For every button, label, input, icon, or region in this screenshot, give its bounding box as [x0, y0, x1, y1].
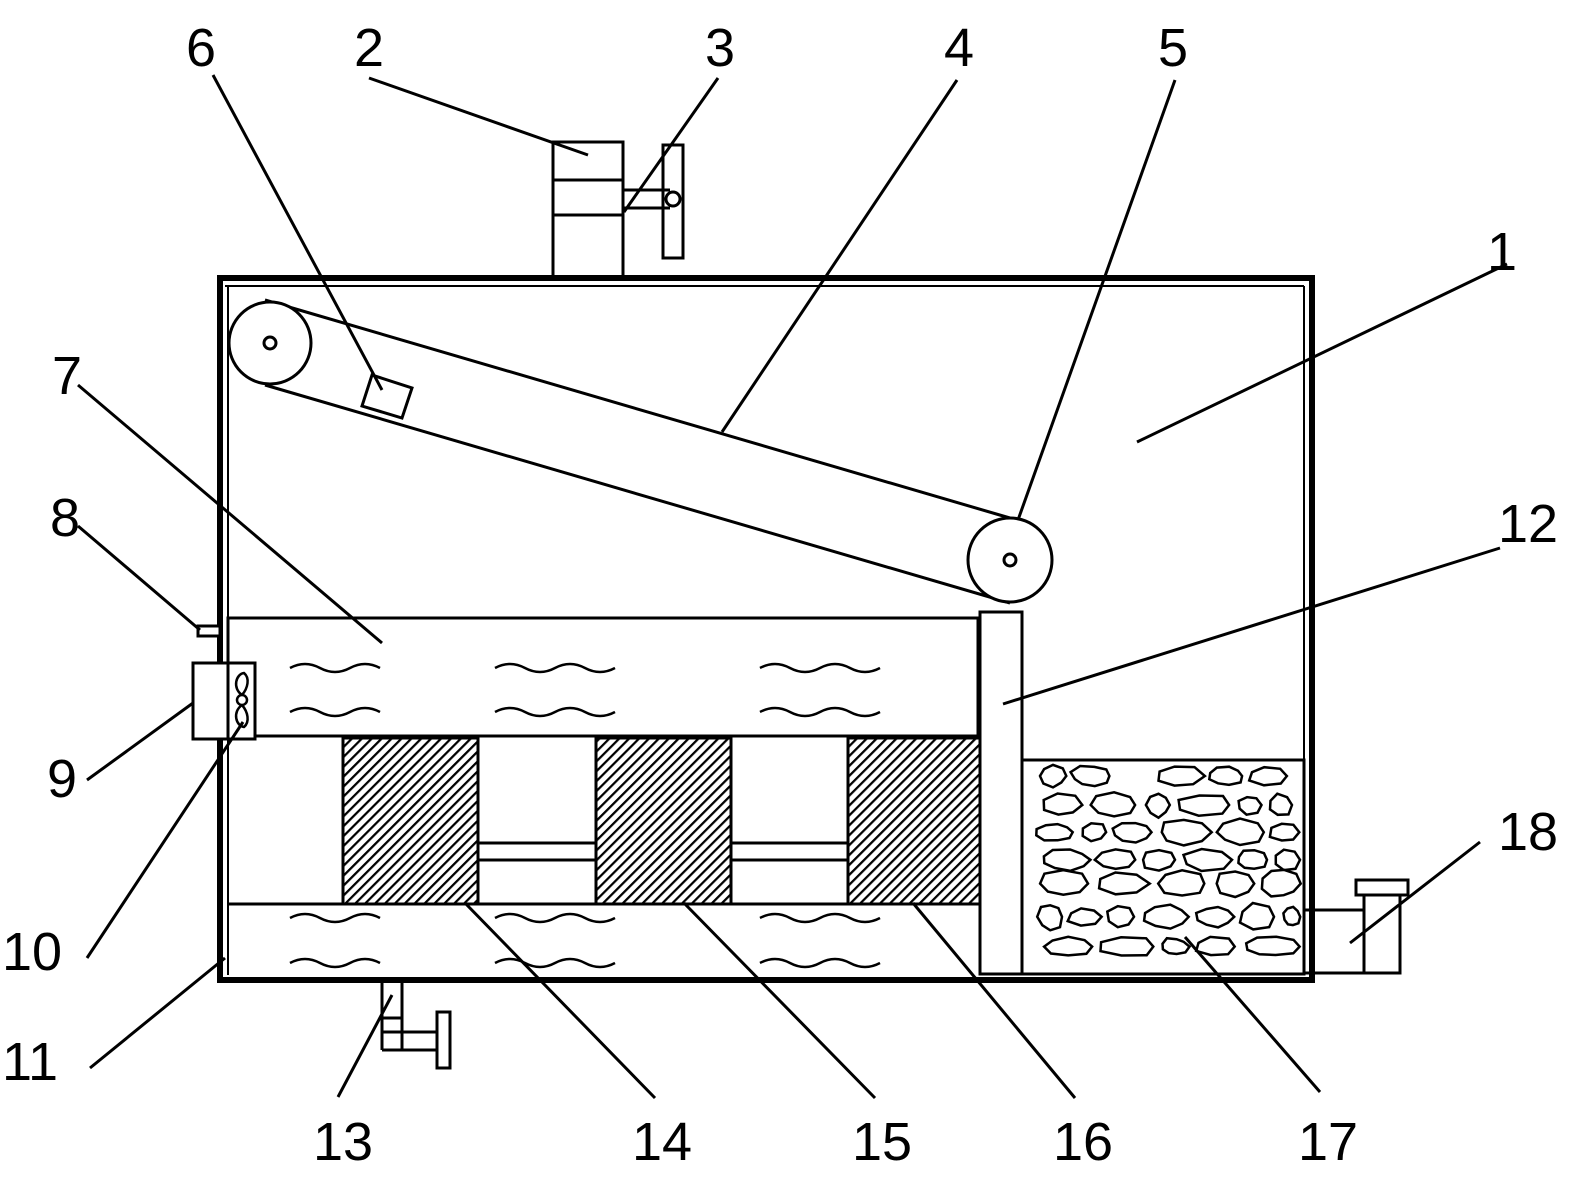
- gravel-stone: [1042, 848, 1093, 873]
- gravel-stone: [1268, 822, 1301, 842]
- label-3: 3: [705, 18, 735, 78]
- top-valve: [623, 143, 685, 260]
- gravel-stone: [1097, 871, 1152, 896]
- gravel-stone: [1038, 763, 1068, 789]
- gravel-stone: [1244, 935, 1302, 957]
- gravel-stone: [1160, 818, 1214, 847]
- label-15: 15: [852, 1112, 912, 1172]
- gravel-stone: [1105, 904, 1136, 929]
- gravel-stone: [1260, 868, 1303, 898]
- gravel-stone: [1035, 904, 1064, 932]
- label-13: 13: [313, 1112, 373, 1172]
- gravel-stone: [1157, 765, 1207, 787]
- connecting-rods: [478, 841, 848, 862]
- gravel-stone: [1215, 870, 1256, 899]
- label-4: 4: [944, 18, 974, 78]
- gravel-stone: [1141, 848, 1177, 872]
- label-7: 7: [52, 346, 82, 406]
- gravel-stone: [1181, 847, 1234, 873]
- label-16: 16: [1053, 1112, 1113, 1172]
- gravel-stone: [1194, 935, 1237, 957]
- gravel-stone: [1099, 936, 1155, 957]
- gravel-stone: [1092, 848, 1137, 871]
- gravel-stone: [1274, 848, 1302, 872]
- gravel-stone: [1237, 848, 1269, 870]
- label-10: 10: [2, 922, 62, 982]
- partition-board: [978, 610, 1024, 976]
- filter-block-15: [594, 736, 733, 906]
- gravel-stone: [1194, 905, 1236, 929]
- outlet-valve: [1302, 878, 1410, 975]
- label-14: 14: [632, 1112, 692, 1172]
- scraper-block: [360, 373, 414, 420]
- gravel-stone: [1238, 901, 1276, 931]
- label-11: 11: [2, 1032, 58, 1092]
- gravel-stone: [1144, 792, 1172, 820]
- gravel-stone: [1068, 764, 1111, 788]
- gravel-stone: [1237, 795, 1263, 817]
- label-18: 18: [1498, 802, 1558, 862]
- gravel-stone: [1247, 765, 1289, 787]
- gravel-stones: [1035, 763, 1303, 957]
- lower-water-waves: [289, 912, 881, 969]
- gravel-stone: [1042, 792, 1085, 816]
- gravel-stone: [1081, 822, 1108, 843]
- top-inlet-pipe: [551, 140, 625, 280]
- gravel-stone: [1215, 817, 1266, 847]
- upper-water-tank: [226, 616, 980, 738]
- upper-water-waves: [289, 662, 881, 718]
- pulley-5: [966, 516, 1054, 604]
- label-17: 17: [1298, 1112, 1358, 1172]
- gravel-stone: [1282, 905, 1302, 927]
- gravel-stone: [1038, 868, 1090, 896]
- conveyor-belt: [227, 298, 1054, 605]
- gravel-stone: [1089, 791, 1137, 818]
- filter-block-16: [846, 736, 982, 906]
- gravel-stone: [1207, 765, 1244, 787]
- label-5: 5: [1158, 18, 1188, 78]
- gravel-stone: [1177, 794, 1231, 817]
- leader-lines: [77, 74, 1508, 1100]
- filter-block-14: [341, 736, 480, 906]
- label-8: 8: [50, 488, 80, 548]
- gravel-stone: [1111, 821, 1154, 844]
- gravel-stone: [1161, 936, 1192, 956]
- gravel-stone: [1065, 907, 1104, 927]
- label-2: 2: [354, 18, 384, 78]
- gravel-stone: [1156, 869, 1206, 897]
- label-6: 6: [186, 18, 216, 78]
- gravel-stone: [1042, 935, 1094, 957]
- label-1: 1: [1487, 222, 1517, 282]
- label-12: 12: [1498, 494, 1558, 554]
- label-9: 9: [47, 749, 77, 809]
- small-nozzle: [196, 624, 222, 638]
- fan-icon: [234, 671, 249, 729]
- gravel-stone: [1035, 822, 1075, 842]
- gravel-stone: [1268, 792, 1294, 817]
- gravel-stone: [1142, 903, 1191, 930]
- bottom-drain-valve: [380, 978, 452, 1070]
